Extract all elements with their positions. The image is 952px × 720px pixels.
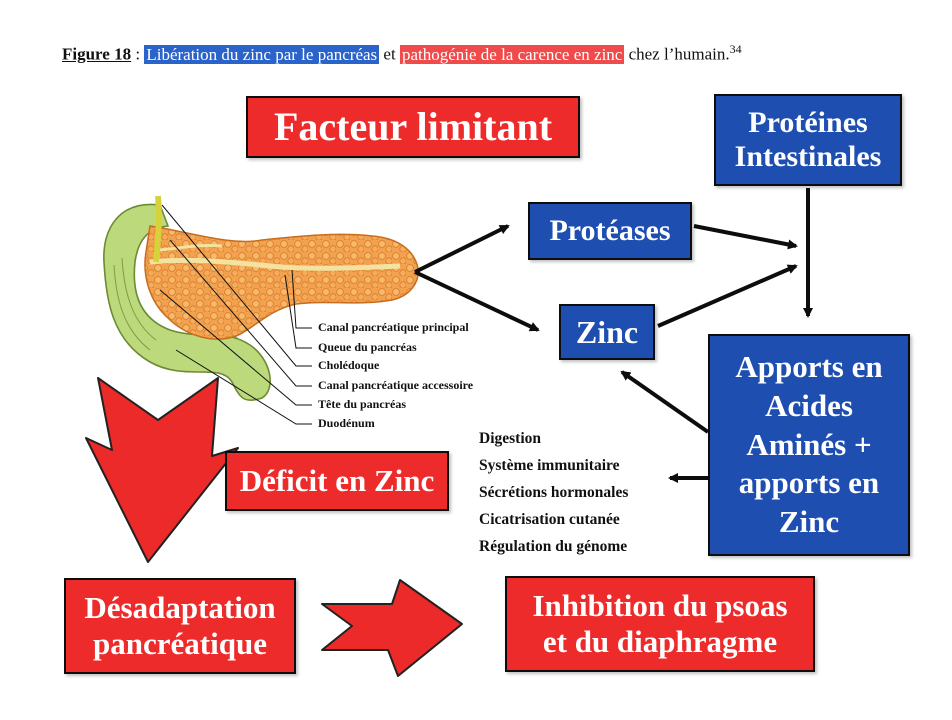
- label-duodenum: Duodénum: [318, 416, 375, 430]
- accessory-duct-shape: [159, 244, 223, 252]
- pancreas-illustration: [103, 195, 419, 425]
- red-arrow-down: [85, 377, 239, 563]
- box-zinc-text: Zinc: [575, 313, 639, 350]
- box-desadaptation-text: Désadaptation pancréatique: [84, 590, 276, 661]
- flow-arrows: [414, 188, 813, 483]
- box-deficit-zinc-text: Déficit en Zinc: [239, 463, 435, 499]
- box-proteases: Protéases: [528, 202, 692, 260]
- label-canal-accessoire: Canal pancréatique accessoire: [318, 378, 474, 392]
- box-proteines-intestinales: Protéines Intestinales: [714, 94, 902, 186]
- pancreas-body-shape: [144, 225, 419, 340]
- effect-secretions-hormonales: Sécrétions hormonales: [479, 484, 629, 501]
- arrow-pancreas-to-zinc: [414, 270, 540, 332]
- caption-tail: chez l’humain.: [624, 44, 730, 64]
- box-inhibition-text: Inhibition du psoas et du diaphragme: [532, 588, 788, 659]
- box-desadaptation: Désadaptation pancréatique: [64, 578, 296, 674]
- caption-blue-highlight: Libération du zinc par le pancréas: [144, 44, 380, 64]
- effect-digestion: Digestion: [479, 430, 541, 447]
- box-apports-text: Apports en Acides Aminés + apports en Zi…: [735, 349, 883, 540]
- label-tete-pancreas: Tête du pancréas: [318, 397, 406, 411]
- arrow-zinc-to-merge: [657, 264, 798, 328]
- bile-duct-shape: [153, 195, 162, 263]
- arrow-pancreas-to-proteases: [414, 224, 510, 274]
- red-arrow-right: [321, 579, 463, 677]
- box-facteur-limitant-text: Facteur limitant: [273, 104, 553, 149]
- figure-label: Figure 18: [62, 44, 132, 64]
- effect-regulation-genome: Régulation du génome: [479, 538, 628, 555]
- box-proteases-text: Protéases: [549, 213, 671, 247]
- label-choledoque: Cholédoque: [318, 358, 380, 372]
- box-deficit-zinc: Déficit en Zinc: [225, 451, 449, 511]
- arrow-proteases-to-merge: [693, 224, 798, 250]
- caption-connector: et: [379, 44, 400, 64]
- box-proteines-intestinales-text: Protéines Intestinales: [734, 105, 882, 174]
- box-facteur-limitant: Facteur limitant: [246, 96, 580, 158]
- figure-caption: Figure 18 : Libération du zinc par le pa…: [62, 42, 942, 65]
- box-inhibition: Inhibition du psoas et du diaphragme: [505, 576, 815, 672]
- label-canal-principal: Canal pancréatique principal: [318, 320, 469, 334]
- caption-separator: :: [131, 44, 145, 64]
- box-apports: Apports en Acides Aminés + apports en Zi…: [708, 334, 910, 556]
- label-queue-pancreas: Queue du pancréas: [318, 340, 417, 354]
- caption-reference: 34: [729, 42, 742, 56]
- effect-cicatrisation: Cicatrisation cutanée: [479, 511, 620, 528]
- caption-red-highlight: pathogénie de la carence en zinc: [399, 44, 625, 64]
- anatomy-leader-lines: [159, 204, 312, 425]
- arrow-apports-to-zinc: [620, 370, 710, 434]
- effect-systeme-immunitaire: Système immunitaire: [479, 457, 620, 474]
- box-zinc: Zinc: [559, 304, 655, 360]
